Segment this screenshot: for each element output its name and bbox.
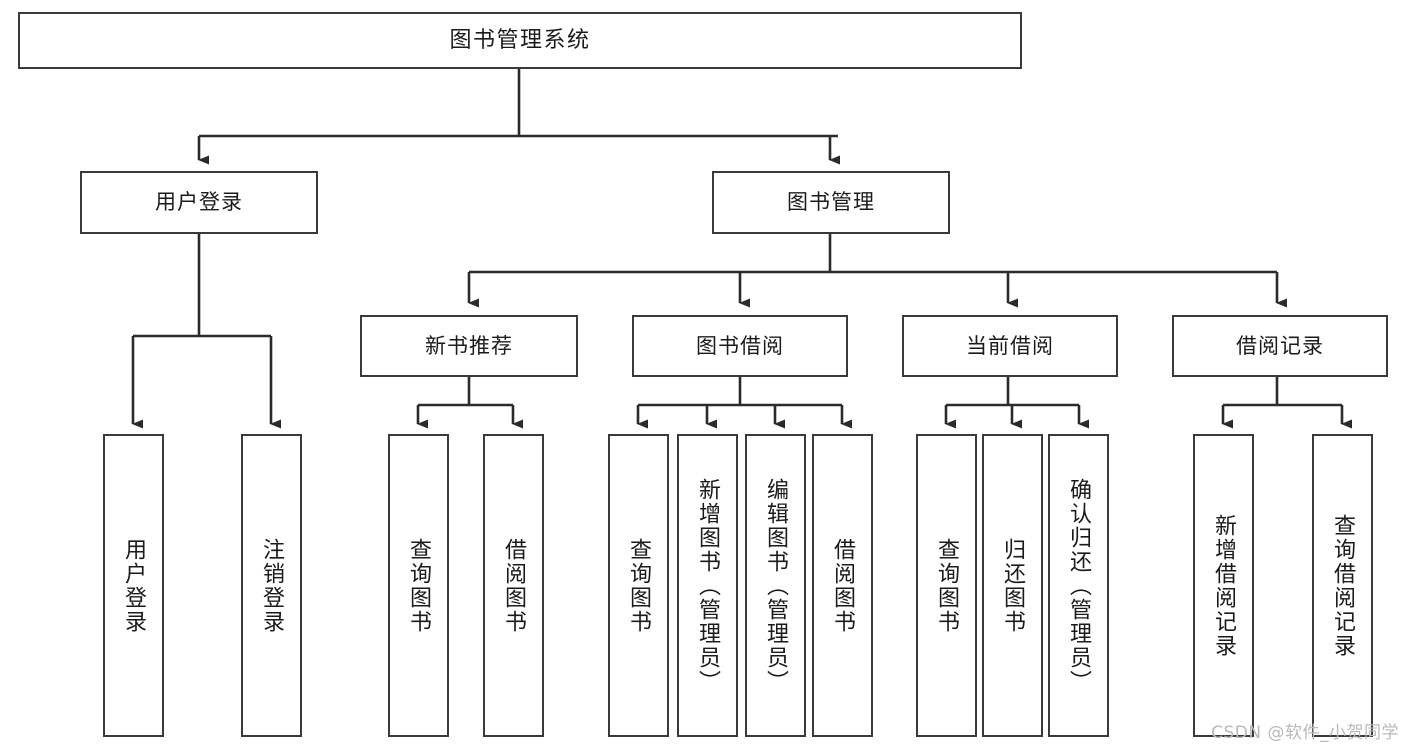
node-label: 借阅图书 bbox=[830, 537, 856, 634]
node-current-borrow[interactable]: 当前借阅 bbox=[902, 315, 1118, 377]
node-label: 新增图书（管理员） bbox=[695, 477, 721, 694]
leaf-query-book-recommend[interactable]: 查询图书 bbox=[388, 434, 449, 737]
node-label: 用户登录 bbox=[121, 537, 147, 634]
leaf-query-borrow-record[interactable]: 查询借阅记录 bbox=[1312, 434, 1373, 737]
node-label: 查询图书 bbox=[626, 537, 652, 634]
node-book-borrow[interactable]: 图书借阅 bbox=[632, 315, 848, 377]
node-label: 借阅记录 bbox=[1236, 333, 1324, 358]
node-label: 新书推荐 bbox=[425, 333, 513, 358]
leaf-borrow-book-recommend[interactable]: 借阅图书 bbox=[483, 434, 544, 737]
leaf-add-book-admin[interactable]: 新增图书（管理员） bbox=[677, 434, 738, 737]
node-label: 新增借阅记录 bbox=[1211, 513, 1237, 658]
node-label: 编辑图书（管理员） bbox=[763, 477, 789, 694]
node-label: 查询借阅记录 bbox=[1330, 513, 1356, 658]
leaf-borrow-book[interactable]: 借阅图书 bbox=[812, 434, 873, 737]
node-label: 图书管理系统 bbox=[449, 27, 591, 53]
node-label: 当前借阅 bbox=[966, 333, 1054, 358]
node-label: 图书管理 bbox=[787, 190, 875, 215]
node-root-system[interactable]: 图书管理系统 bbox=[18, 12, 1022, 69]
leaf-add-borrow-record[interactable]: 新增借阅记录 bbox=[1193, 434, 1254, 737]
leaf-confirm-return-admin[interactable]: 确认归还（管理员） bbox=[1048, 434, 1109, 737]
node-label: 查询图书 bbox=[406, 537, 432, 634]
node-book-manage[interactable]: 图书管理 bbox=[712, 171, 950, 234]
leaf-logout[interactable]: 注销登录 bbox=[241, 434, 302, 737]
node-label: 图书借阅 bbox=[696, 333, 784, 358]
leaf-user-login[interactable]: 用户登录 bbox=[103, 434, 164, 737]
leaf-query-book-borrow[interactable]: 查询图书 bbox=[608, 434, 669, 737]
node-label: 借阅图书 bbox=[501, 537, 527, 634]
node-label: 归还图书 bbox=[1000, 537, 1026, 634]
leaf-edit-book-admin[interactable]: 编辑图书（管理员） bbox=[745, 434, 806, 737]
node-label: 用户登录 bbox=[155, 190, 243, 215]
node-label: 查询图书 bbox=[934, 537, 960, 634]
node-new-book-rec[interactable]: 新书推荐 bbox=[360, 315, 578, 377]
node-borrow-record[interactable]: 借阅记录 bbox=[1172, 315, 1388, 377]
leaf-query-book-current[interactable]: 查询图书 bbox=[916, 434, 977, 737]
node-label: 确认归还（管理员） bbox=[1066, 477, 1092, 694]
node-user-login[interactable]: 用户登录 bbox=[80, 171, 318, 234]
node-label: 注销登录 bbox=[259, 537, 285, 634]
leaf-return-book[interactable]: 归还图书 bbox=[982, 434, 1043, 737]
